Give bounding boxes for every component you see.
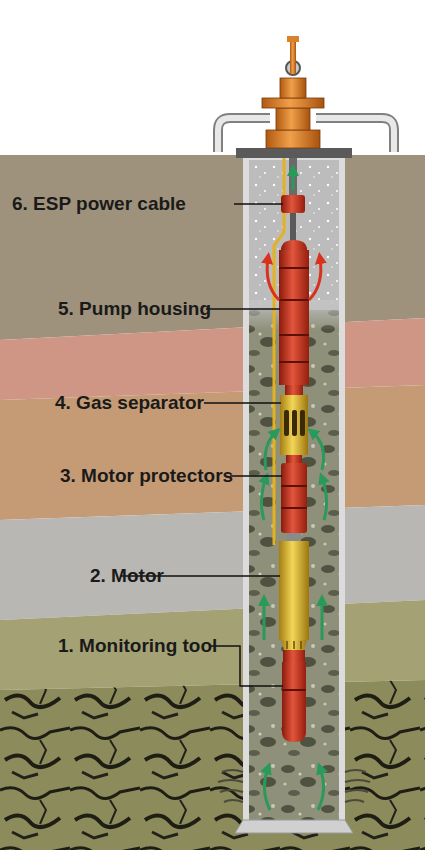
perforation (345, 780, 370, 782)
wellhead-flange (266, 130, 320, 148)
flow-arrow (261, 478, 266, 520)
tooth (286, 641, 288, 649)
motor-protector (281, 463, 307, 533)
part-label: 2. Motor (90, 564, 190, 588)
discharge-head (290, 213, 296, 241)
ring (279, 334, 309, 336)
part-label: 1. Monitoring tool (58, 634, 217, 658)
pump-rings (279, 268, 309, 362)
gas-separator (280, 395, 308, 455)
leader-line (210, 646, 283, 686)
perforation (345, 770, 366, 772)
leader-line (230, 475, 282, 477)
flow-arrow (318, 768, 324, 810)
flow-line (316, 118, 394, 152)
coupling (286, 455, 302, 463)
motor-teeth (287, 641, 301, 649)
part-label: 6. ESP power cable (12, 192, 237, 216)
ring (281, 507, 307, 509)
flow-arrow (322, 478, 327, 520)
flow-arrow (292, 170, 295, 190)
perforation (218, 780, 243, 782)
wellhead-valve (280, 78, 306, 98)
wellhead-plate (236, 148, 352, 158)
tubing (289, 158, 297, 196)
perforation (345, 790, 368, 792)
perforation (224, 800, 243, 802)
discharge-arrow (309, 258, 321, 300)
flow-line (218, 118, 270, 152)
sky (0, 0, 425, 160)
part-label: 5. Pump housing (58, 297, 211, 321)
well-fluid (249, 160, 339, 822)
slot (292, 410, 297, 436)
wellhead-flange (262, 98, 324, 108)
leader-line (204, 402, 281, 404)
pump-cap (281, 240, 307, 250)
tooth (300, 641, 302, 649)
rock-stratum (0, 680, 425, 850)
cable-connector (281, 195, 305, 213)
monitoring-tool (282, 662, 306, 742)
well-casing (243, 155, 345, 822)
ring (279, 267, 309, 269)
flow-arrow (312, 432, 324, 470)
wellhead-body (276, 108, 310, 130)
tooth (293, 641, 295, 649)
slot (284, 410, 289, 436)
casing-shoe (235, 820, 353, 833)
coupling (283, 650, 305, 662)
coupling (287, 533, 301, 541)
leader-lines (120, 204, 283, 686)
perforation (220, 790, 243, 792)
part-label: 3. Motor protectors (60, 464, 233, 488)
slot (300, 410, 305, 436)
flow-arrows (261, 170, 326, 810)
flow-arrow (265, 432, 276, 470)
ring (279, 361, 309, 363)
flow-arrow (264, 768, 270, 810)
perforations (218, 770, 370, 802)
ring (279, 299, 309, 301)
motor-base (281, 640, 307, 650)
protector-rings (281, 486, 307, 508)
stratum (0, 155, 425, 340)
stratum (0, 505, 425, 620)
valve-stem (290, 40, 296, 74)
flow-line (316, 118, 394, 152)
ring (282, 689, 306, 691)
flow-arrow (321, 600, 324, 640)
ring (281, 485, 307, 487)
perforation (345, 800, 364, 802)
discharge-arrows (267, 258, 321, 300)
flow-arrow (263, 600, 266, 640)
intake-slots (284, 410, 305, 436)
flow-line (218, 118, 270, 152)
valve-cap (287, 36, 299, 42)
part-label: 4. Gas separator (55, 391, 205, 415)
coupling (285, 385, 303, 395)
motor (279, 541, 309, 640)
leader-line (206, 308, 280, 310)
leader-line (234, 203, 283, 205)
stratum (0, 385, 425, 520)
perforation (222, 770, 243, 772)
pump-housing (279, 250, 309, 385)
discharge-arrow (267, 258, 279, 300)
stratum (0, 600, 425, 690)
